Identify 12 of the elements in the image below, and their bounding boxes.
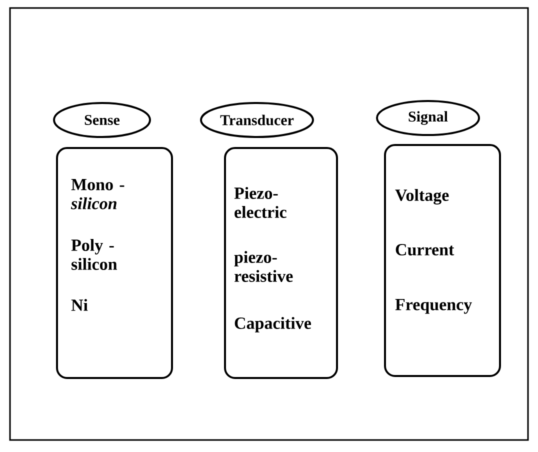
- ellipse-label: Signal: [376, 100, 480, 136]
- list-item: Poly - silicon: [71, 239, 118, 270]
- ellipse-label: Sense: [53, 102, 151, 138]
- list-item: Ni: [71, 299, 88, 311]
- list-item: Capacitive: [234, 317, 311, 332]
- list-item: Frequency: [395, 299, 472, 314]
- ellipse-label: Transducer: [200, 102, 314, 138]
- list-item: Piezo- electric: [234, 187, 286, 218]
- list-item: Voltage: [395, 189, 449, 205]
- list-item: Mono - silicon: [70, 179, 124, 210]
- list-item: piezo- resistive: [234, 251, 293, 282]
- list-item: Current: [396, 244, 454, 256]
